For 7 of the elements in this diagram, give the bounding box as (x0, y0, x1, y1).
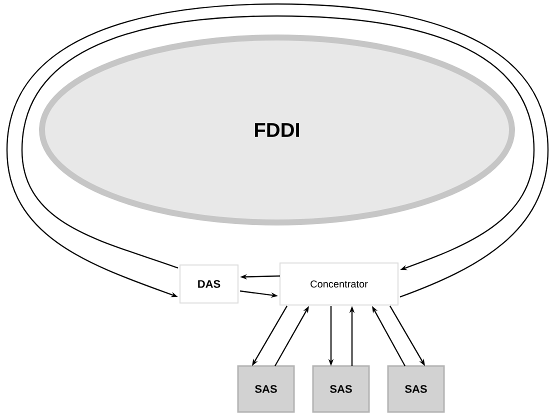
concentrator-box: Concentrator (280, 262, 398, 306)
sas-box: SAS (312, 365, 370, 413)
arrow (6, 3, 549, 298)
das-box: DAS (180, 264, 238, 304)
sas-box: SAS (237, 365, 295, 413)
arrow (21, 15, 535, 270)
sas-box: SAS (387, 365, 445, 413)
